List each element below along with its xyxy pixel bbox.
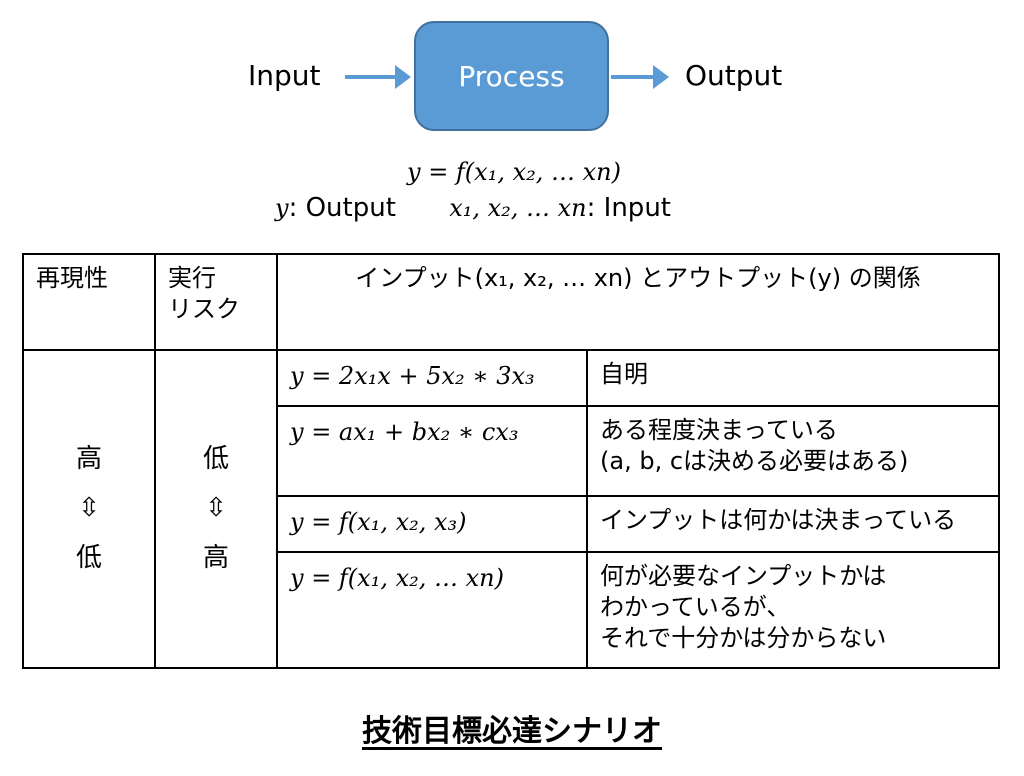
row-description: 何が必要なインプットかは わかっているが、 それで十分かは分からない	[586, 551, 1000, 669]
table-row: y = f(x₁, x₂, … xn) 何が必要なインプットかは わかっているが…	[23, 551, 1000, 669]
output-arrow	[611, 65, 669, 89]
header-relation: インプット(x₁, x₂, … xn) とアウトプット(y) の関係	[276, 253, 1000, 351]
output-label: Output	[685, 59, 783, 92]
legend-y-var: y	[275, 194, 289, 222]
diagram-title: 技術目標必達シナリオ	[362, 714, 662, 749]
formula-legend: y: Output x₁, x₂, … xn: Input	[275, 193, 671, 223]
row-description: ある程度決まっている (a, b, cは決める必要はある)	[586, 405, 1000, 497]
reproducibility-arrow: ⇳	[78, 493, 100, 524]
input-label: Input	[248, 59, 321, 92]
description-line: 自明	[600, 360, 648, 388]
table-row: 高 ⇳ 低 低 ⇳ 高 y = 2x₁x + 5x₂ ∗ 3x₃ 自明	[22, 349, 1000, 669]
header-reproducibility: 再現性	[22, 253, 156, 351]
table-header-row: 再現性 実行 リスク インプット(x₁, x₂, … xn) とアウトプット(y…	[22, 253, 1000, 351]
relation-table: 再現性 実行 リスク インプット(x₁, x₂, … xn) とアウトプット(y…	[22, 253, 1000, 669]
process-label: Process	[458, 59, 565, 93]
header-risk: 実行 リスク	[154, 253, 278, 351]
description-line: それで十分かは分からない	[600, 624, 887, 653]
description-line: 何が必要なインプットかは	[600, 562, 887, 590]
input-arrow	[345, 65, 411, 89]
risk-high: 高	[202, 542, 229, 573]
main-formula: y = f(x₁, x₂, … xn)	[407, 158, 621, 186]
row-description: 自明	[586, 349, 1000, 407]
risk-levels: 低 ⇳ 高	[154, 349, 278, 669]
description-line: (a, b, cは決める必要はある)	[600, 447, 909, 476]
header-risk-line2: リスク	[168, 295, 240, 324]
row-description: インプットは何かは決まっている	[586, 495, 1000, 553]
reproducibility-low: 低	[75, 542, 102, 573]
legend-x-vars: x₁, x₂, … xn	[449, 194, 587, 222]
legend-y-text: : Output	[288, 193, 396, 223]
table-row: y = f(x₁, x₂, x₃) インプットは何かは決まっている	[23, 495, 1000, 553]
risk-low: 低	[202, 443, 229, 474]
reproducibility-high: 高	[75, 443, 102, 474]
legend-x-text: : Input	[586, 193, 671, 223]
description-line: ある程度決まっている	[600, 416, 838, 444]
description-line: インプットは何かは決まっている	[600, 506, 957, 534]
row-equation: y = f(x₁, x₂, x₃)	[276, 495, 588, 553]
description-line: わかっているが、	[600, 593, 791, 622]
table-row: y = ax₁ + bx₂ ∗ cx₃ ある程度決まっている (a, b, cは…	[23, 405, 1000, 497]
row-equation: y = f(x₁, x₂, … xn)	[276, 551, 588, 669]
row-equation: y = 2x₁x + 5x₂ ∗ 3x₃	[276, 349, 588, 407]
reproducibility-levels: 高 ⇳ 低	[22, 349, 156, 669]
header-risk-line1: 実行	[168, 264, 216, 292]
process-box: Process	[414, 21, 609, 131]
risk-arrow: ⇳	[205, 493, 227, 524]
row-equation: y = ax₁ + bx₂ ∗ cx₃	[276, 405, 588, 497]
